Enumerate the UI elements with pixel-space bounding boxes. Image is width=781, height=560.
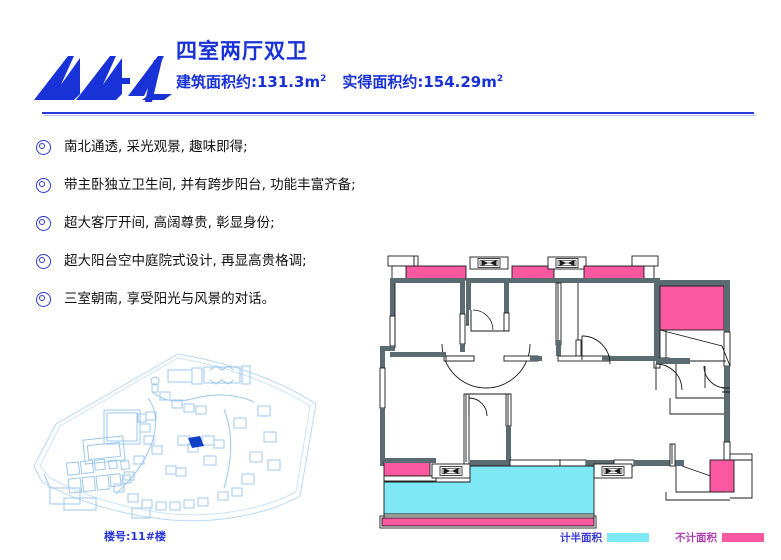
feature-text: 带主卧独立卫生间, 并有跨步阳台, 功能丰富齐备; <box>64 177 356 193</box>
usable-area-unit: m <box>481 73 497 91</box>
page-title: 四室两厅双卫 <box>176 39 308 63</box>
header-divider-shadow <box>44 115 756 116</box>
floor-plan-drawing <box>370 248 781 533</box>
legend: 计半面积 不计面积 <box>560 528 775 546</box>
feature-list: 南北通透, 采光观景, 趣味即得; 带主卧独立卫生间, 并有跨步阳台, 功能丰富… <box>36 138 376 328</box>
building-number-label: 楼号:11#楼 <box>104 530 166 543</box>
header-divider <box>42 112 754 114</box>
feature-text: 三室朝南, 享受阳光与风景的对话。 <box>64 291 276 307</box>
site-plan-diagram <box>28 348 328 533</box>
list-item: 带主卧独立卫生间, 并有跨步阳台, 功能丰富齐备; <box>36 176 376 214</box>
feature-text: 超大阳台空中庭院式设计, 再显高贵格调; <box>64 253 307 269</box>
built-area-sup: 2 <box>320 74 327 84</box>
ring-bullet-icon <box>36 178 51 193</box>
unit-code-logo <box>24 50 174 106</box>
list-item: 超大客厅开间, 高阔尊贵, 彰显身份; <box>36 214 376 252</box>
ring-bullet-icon <box>36 140 51 155</box>
feature-text: 超大客厅开间, 高阔尊贵, 彰显身份; <box>64 215 275 231</box>
legend-swatch-no-area <box>722 532 764 542</box>
ring-bullet-icon <box>36 292 51 307</box>
ring-bullet-icon <box>36 216 51 231</box>
built-area-label: 建筑面积约:131.3 <box>176 73 305 91</box>
list-item: 三室朝南, 享受阳光与风景的对话。 <box>36 290 376 328</box>
legend-item-half-area: 计半面积 <box>560 530 649 545</box>
list-item: 南北通透, 采光观景, 趣味即得; <box>36 138 376 176</box>
legend-item-no-area: 不计面积 <box>675 530 764 545</box>
legend-swatch-half-area <box>607 532 649 542</box>
usable-area-sup: 2 <box>496 74 504 84</box>
list-item: 超大阳台空中庭院式设计, 再显高贵格调; <box>36 252 376 290</box>
usable-area-label: 实得面积约:154.29 <box>342 73 482 91</box>
legend-label: 计半面积 <box>560 531 602 544</box>
legend-label: 不计面积 <box>675 531 717 544</box>
built-area-unit: m <box>304 73 321 91</box>
ring-bullet-icon <box>36 254 51 269</box>
highlighted-unit <box>188 436 204 448</box>
feature-text: 南北通透, 采光观景, 趣味即得; <box>64 139 248 155</box>
